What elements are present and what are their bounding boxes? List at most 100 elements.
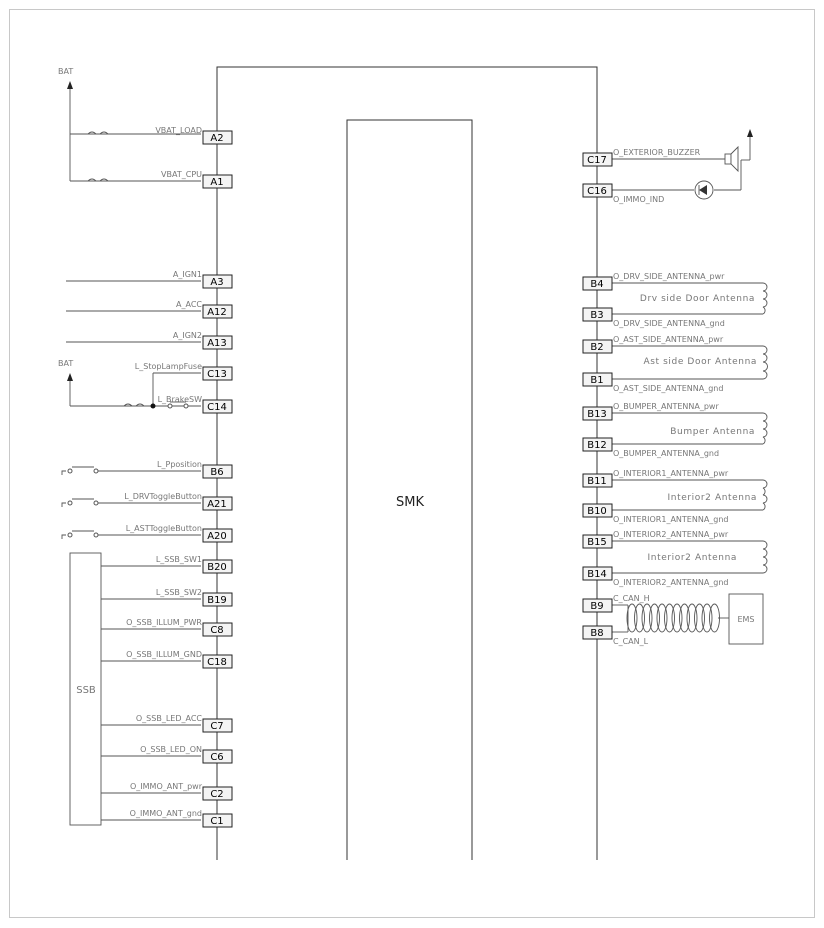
antenna-label: Interior2 Antenna	[648, 553, 737, 563]
pin-id: C6	[210, 752, 223, 763]
pin-a12: A12	[202, 304, 233, 319]
pin-b19: B19	[202, 592, 233, 607]
pin-b11: B11	[582, 473, 613, 488]
pin-id: C8	[210, 625, 223, 636]
pin-a1: A1	[202, 174, 233, 189]
pin-id: B3	[590, 310, 603, 321]
pin-a13: A13	[202, 335, 233, 350]
pin-id: A3	[210, 277, 223, 288]
smk-module-label: SMK	[396, 495, 424, 510]
pin-id: C16	[587, 186, 607, 197]
pin-id: B13	[587, 409, 607, 420]
antenna-label: Drv side Door Antenna	[640, 294, 755, 304]
pin-id: A2	[210, 133, 223, 144]
pin-c7: C7	[202, 718, 233, 733]
pin-id: A20	[207, 531, 227, 542]
pin-id: C2	[210, 789, 223, 800]
pin-b10: B10	[582, 503, 613, 518]
pin-id: C17	[587, 155, 607, 166]
pin-b6: B6	[202, 464, 233, 479]
pin-id: A13	[207, 338, 227, 349]
pin-c1: C1	[202, 813, 233, 828]
pin-id: B4	[590, 279, 603, 290]
signal-c-can-l: C_CAN_L	[613, 637, 649, 646]
ems-label: EMS	[737, 615, 754, 624]
bat-supply-top: BAT	[58, 67, 201, 182]
pin-c6: C6	[202, 749, 233, 764]
signal-l-pposition: L_Pposition	[157, 460, 202, 469]
signal-l-ssb-sw2: L_SSB_SW2	[156, 588, 202, 597]
pin-id: B19	[207, 595, 227, 606]
diagram-frame	[9, 9, 815, 918]
can-twisted-pair	[612, 603, 729, 633]
pin-b1: B1	[582, 372, 613, 387]
pin-id: B2	[590, 342, 603, 353]
antenna-label: Bumper Antenna	[670, 427, 755, 437]
signal-l-ssb-sw1: L_SSB_SW1	[156, 555, 202, 564]
smk-connector-bus	[216, 66, 598, 860]
pin-id: B14	[587, 569, 607, 580]
pin-b13: B13	[582, 406, 613, 421]
signal-o-ast-side-antenna-gnd: O_AST_SIDE_ANTENNA_gnd	[613, 384, 723, 393]
ssb-module: SSB	[69, 552, 201, 826]
pin-b3: B3	[582, 307, 613, 322]
pin-id: B20	[207, 562, 227, 573]
pin-id: A21	[207, 499, 227, 510]
pin-id: B9	[590, 601, 603, 612]
signal-a-ign1: A_IGN1	[173, 270, 202, 279]
pin-b8: B8	[582, 625, 613, 640]
pin-id: C18	[207, 657, 227, 668]
pin-id: B8	[590, 628, 603, 639]
signal-l-stoplampfuse: L_StopLampFuse	[135, 362, 202, 371]
bat-label-mid: BAT	[58, 359, 73, 368]
antenna-label: Ast side Door Antenna	[644, 357, 758, 367]
pin-id: C14	[207, 402, 227, 413]
smk-module: SMK	[346, 119, 473, 860]
signal-o-ssb-led-on: O_SSB_LED_ON	[140, 745, 202, 754]
pin-c2: C2	[202, 786, 233, 801]
signal-o-immo-ant-gnd: O_IMMO_ANT_gnd	[130, 809, 202, 818]
ignition-lines	[66, 280, 201, 343]
signal-c-can-h: C_CAN_H	[613, 594, 650, 603]
signal-o-interior2-antenna-pwr: O_INTERIOR2_ANTENNA_pwr	[613, 530, 729, 539]
signal-o-immo-ind: O_IMMO_IND	[613, 195, 664, 204]
signal-o-drv-side-antenna-pwr: O_DRV_SIDE_ANTENNA_pwr	[613, 272, 725, 281]
switch-drv-toggle	[61, 498, 201, 507]
pin-c8: C8	[202, 622, 233, 637]
pin-c18: C18	[202, 654, 233, 669]
pin-id: C7	[210, 721, 223, 732]
antenna-coils	[612, 282, 768, 574]
pin-b15: B15	[582, 534, 613, 549]
signal-a-ign2: A_IGN2	[173, 331, 202, 340]
pin-b4: B4	[582, 276, 613, 291]
pin-c13: C13	[202, 366, 233, 381]
signal-o-bumper-antenna-pwr: O_BUMPER_ANTENNA_pwr	[613, 402, 719, 411]
signal-o-interior2-antenna-gnd: O_INTERIOR2_ANTENNA_gnd	[613, 578, 729, 587]
pin-id: B10	[587, 506, 607, 517]
bat-supply-brake: BAT	[58, 359, 201, 409]
ssb-label: SSB	[76, 685, 96, 696]
pin-id: A1	[210, 177, 223, 188]
signal-l-asttogglebutton: L_ASTToggleButton	[126, 524, 202, 533]
signal-l-brakesw: L_BrakeSW	[158, 395, 202, 404]
pin-id: B1	[590, 375, 603, 386]
signal-a-acc: A_ACC	[176, 300, 202, 309]
signal-o-ssb-illum-gnd: O_SSB_ILLUM_GND	[126, 650, 202, 659]
signal-o-drv-side-antenna-gnd: O_DRV_SIDE_ANTENNA_gnd	[613, 319, 725, 328]
signal-o-ssb-illum-pwr: O_SSB_ILLUM_PWR	[126, 618, 202, 627]
pin-a20: A20	[202, 528, 233, 543]
pin-b14: B14	[582, 566, 613, 581]
switch-pposition	[61, 466, 201, 475]
pin-c14: C14	[202, 399, 233, 414]
signal-o-interior1-antenna-gnd: O_INTERIOR1_ANTENNA_gnd	[613, 515, 729, 524]
pin-b12: B12	[582, 437, 613, 452]
pin-id: C1	[210, 816, 223, 827]
signal-o-ast-side-antenna-pwr: O_AST_SIDE_ANTENNA_pwr	[613, 335, 724, 344]
ems-module: EMS	[728, 593, 764, 645]
pin-a21: A21	[202, 496, 233, 511]
signal-o-immo-ant-pwr: O_IMMO_ANT_pwr	[130, 782, 203, 791]
pin-b20: B20	[202, 559, 233, 574]
pin-c17: C17	[582, 152, 613, 167]
